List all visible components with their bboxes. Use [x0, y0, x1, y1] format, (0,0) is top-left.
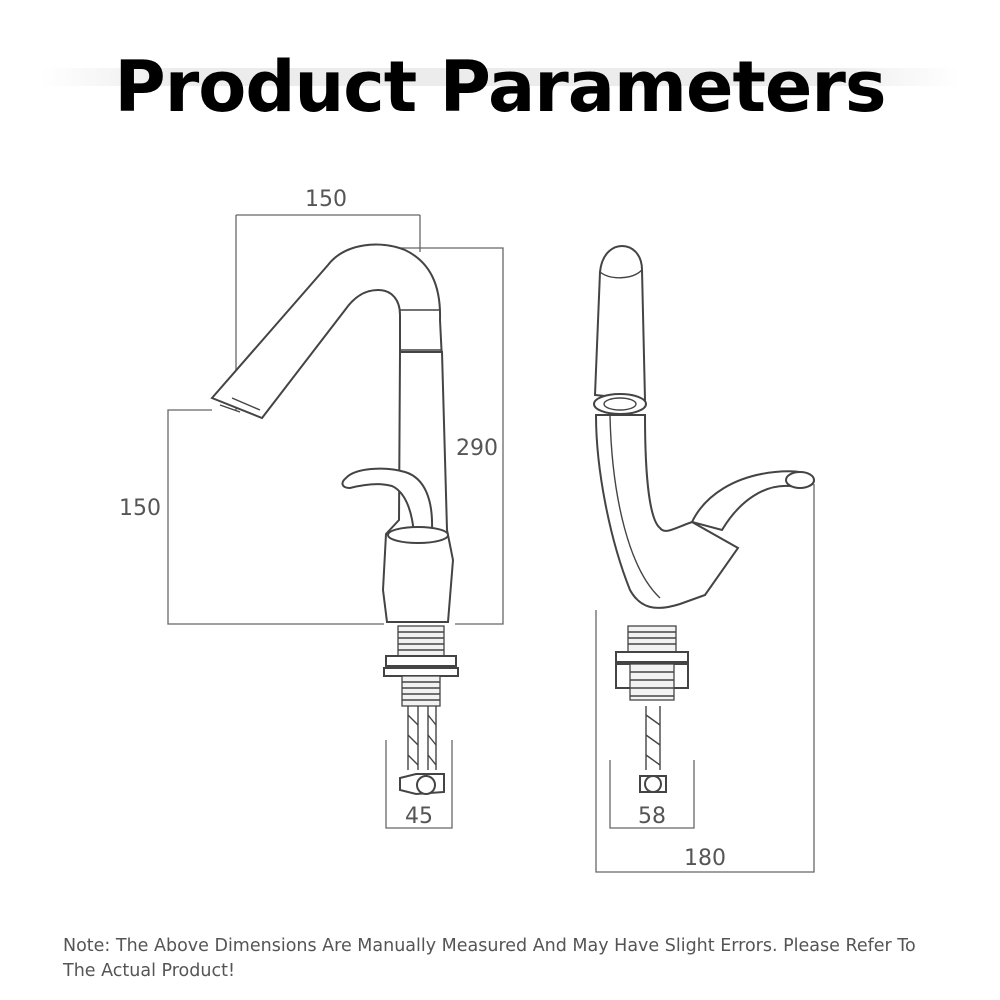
title-band	[40, 68, 960, 86]
front-spout	[210, 243, 444, 420]
dim-line-total-height	[395, 247, 504, 625]
side-body	[594, 414, 740, 609]
dim-line-base-front	[385, 740, 453, 829]
dim-base-side: 58	[638, 804, 666, 829]
dim-spout-height: 150	[119, 496, 161, 521]
dim-total-height: 290	[456, 436, 498, 461]
front-lever	[341, 467, 434, 536]
dim-base-front: 45	[405, 804, 433, 829]
side-spout	[593, 244, 647, 402]
dim-total-depth: 180	[684, 846, 726, 871]
measurement-note: Note: The Above Dimensions Are Manually …	[63, 936, 916, 981]
dim-line-base-side	[609, 760, 695, 829]
page-title: Product Parameters	[114, 46, 886, 128]
dim-line-spout-height	[167, 409, 384, 625]
side-view	[593, 244, 816, 873]
dim-spout-reach: 150	[305, 187, 347, 212]
dim-line-total-depth	[595, 484, 815, 873]
front-view	[167, 214, 504, 829]
